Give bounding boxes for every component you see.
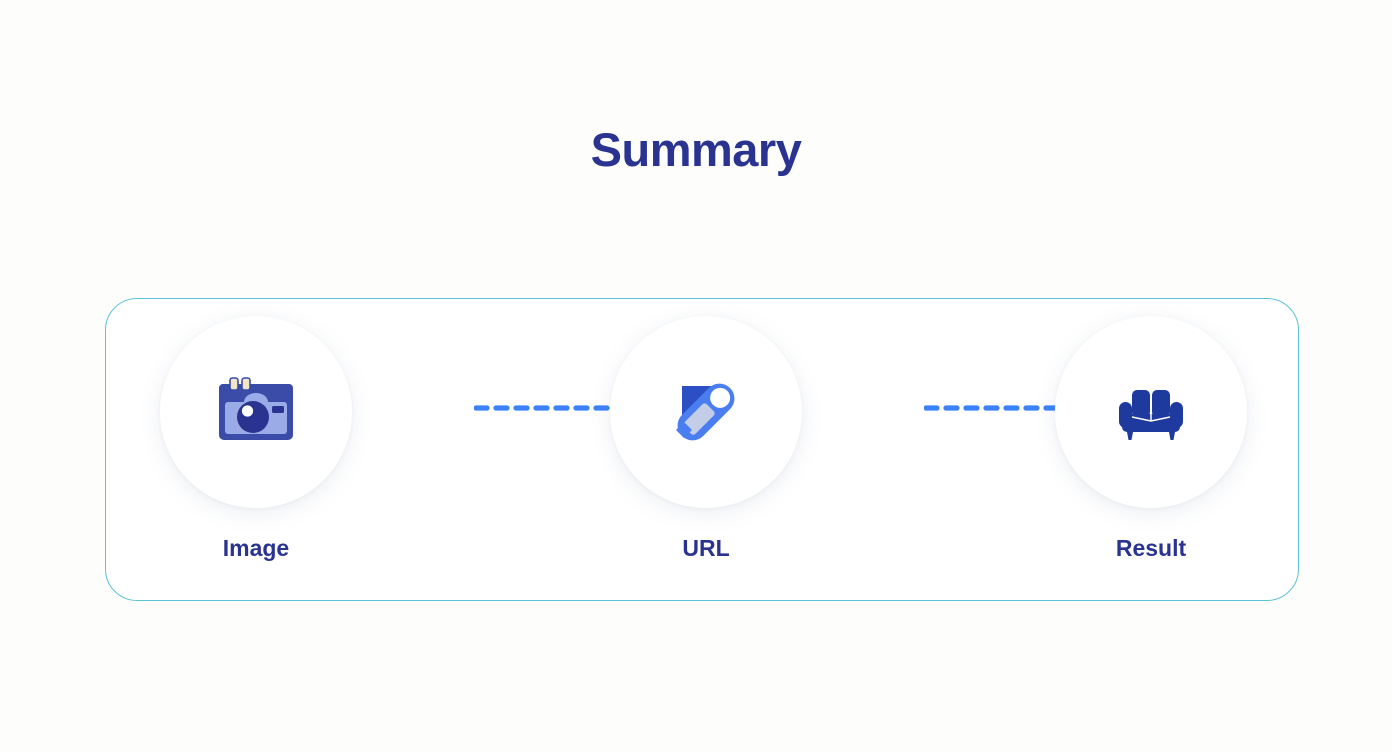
step-label-image: Image [222, 535, 290, 561]
flow-steps-row: Image [106, 299, 1298, 600]
flow-step-result[interactable]: Result [1036, 299, 1266, 602]
camera-icon [219, 377, 293, 440]
couch-icon [1119, 390, 1183, 440]
flow-step-url[interactable]: URL [591, 299, 821, 602]
flow-diagram-card: Image [105, 298, 1299, 601]
flow-step-image[interactable]: Image [141, 299, 371, 602]
step-icon-circle [160, 316, 352, 508]
step-label-url: URL [682, 535, 730, 561]
step-label-result: Result [1115, 535, 1187, 561]
page-title: Summary [590, 123, 802, 176]
label-tag-icon [676, 383, 735, 441]
step-icon-circle [610, 316, 802, 508]
step-icon-circle [1055, 316, 1247, 508]
